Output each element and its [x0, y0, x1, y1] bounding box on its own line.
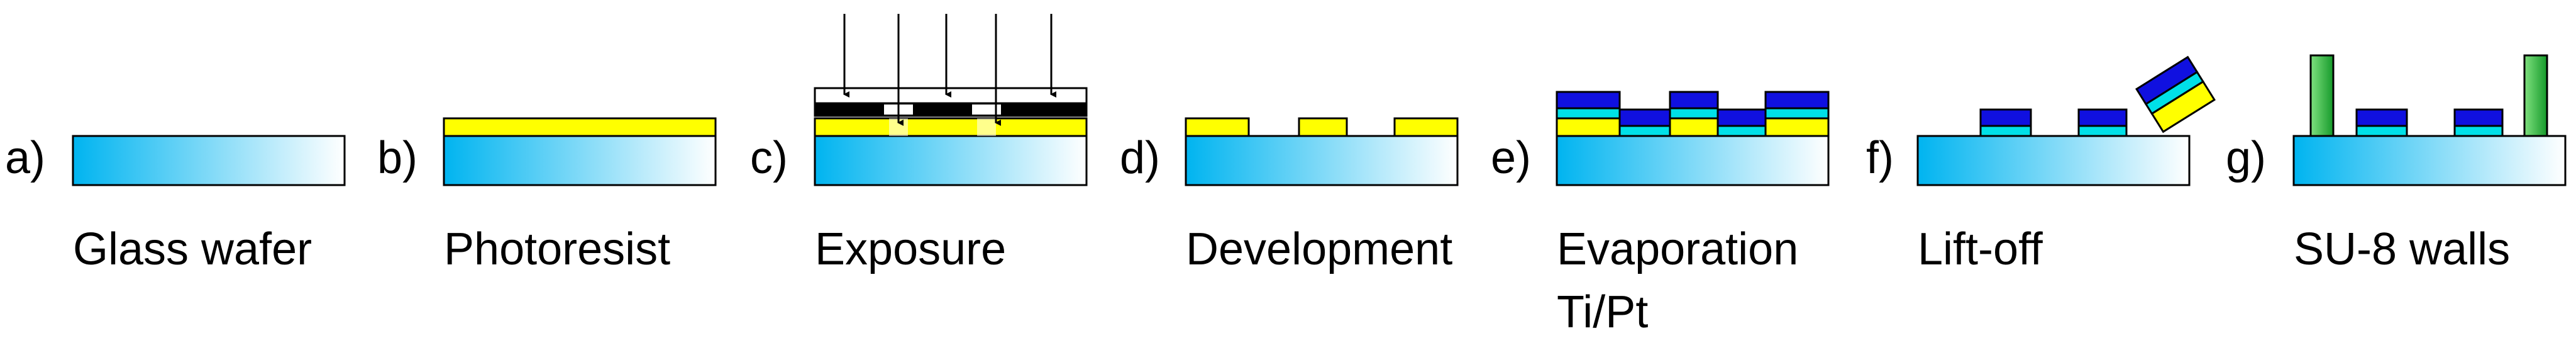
glass-wafer: [1556, 135, 1830, 186]
resist-block: [1298, 117, 1348, 137]
mask-opening: [972, 104, 1001, 115]
step-e-letter: e): [1491, 133, 1531, 183]
step-a-letter: a): [5, 133, 45, 183]
titanium-layer: [1979, 125, 2032, 137]
platinum-layer: [2453, 108, 2504, 127]
exposed-resist: [977, 118, 996, 136]
step-a: a) Glass wafer: [5, 133, 346, 274]
resist-block: [1185, 117, 1250, 137]
step-e: e) Evaporation Ti/Pt: [1491, 91, 1830, 337]
step-d-caption: Development: [1186, 224, 1452, 274]
photomask-glass: [814, 87, 1088, 104]
glass-wafer: [2292, 135, 2567, 186]
resist-block: [1764, 117, 1830, 137]
platinum-layer: [2355, 108, 2408, 127]
titanium-layer: [1556, 107, 1621, 120]
step-b: b) Photoresist: [377, 117, 717, 274]
platinum-layer: [1979, 108, 2032, 127]
resist-block: [1669, 117, 1719, 137]
titanium-layer: [2077, 125, 2128, 137]
step-b-letter: b): [377, 133, 417, 183]
platinum-layer: [1669, 91, 1719, 110]
photoresist-layer: [814, 117, 1088, 137]
step-d-letter: d): [1120, 133, 1160, 183]
titanium-layer: [1669, 107, 1719, 120]
titanium-layer: [2453, 125, 2504, 137]
glass-wafer: [72, 135, 346, 186]
step-g-letter: g): [2226, 133, 2266, 183]
step-f-letter: f): [1866, 133, 1894, 183]
step-e-caption-line1: Evaporation: [1557, 224, 1798, 274]
step-f-caption: Lift-off: [1918, 224, 2043, 274]
step-g: g) SU-8 walls: [2226, 54, 2567, 274]
titanium-layer: [2355, 125, 2408, 137]
photomask-chrome: [814, 102, 1088, 117]
step-a-caption: Glass wafer: [73, 224, 312, 274]
photoresist-layer: [443, 117, 717, 137]
resist-block: [1556, 117, 1621, 137]
glass-wafer: [443, 135, 717, 186]
step-e-caption-line2: Ti/Pt: [1557, 287, 1648, 337]
platinum-layer: [1716, 108, 1767, 127]
step-c-caption: Exposure: [815, 224, 1006, 274]
glass-wafer: [814, 135, 1088, 186]
platinum-layer: [2135, 55, 2199, 106]
step-c-letter: c): [750, 133, 788, 183]
titanium-layer: [1618, 125, 1671, 137]
step-c: c) Exposure: [750, 14, 1088, 274]
lifted-off-stack: [2135, 55, 2216, 133]
titanium-layer: [1716, 125, 1767, 137]
step-f: f) Lift-off: [1866, 55, 2216, 274]
su8-wall: [2523, 54, 2548, 137]
glass-wafer: [1916, 135, 2191, 186]
platinum-layer: [1556, 91, 1621, 110]
su8-wall: [2309, 54, 2335, 137]
platinum-layer: [1618, 108, 1671, 127]
platinum-layer: [1764, 91, 1830, 110]
uv-arrows: [843, 14, 1056, 126]
titanium-layer: [1764, 107, 1830, 120]
step-g-caption: SU-8 walls: [2294, 224, 2510, 274]
step-d: d) Development: [1120, 117, 1459, 274]
glass-wafer: [1185, 135, 1459, 186]
resist-block: [1393, 117, 1459, 137]
platinum-layer: [2077, 108, 2128, 127]
step-b-caption: Photoresist: [444, 224, 670, 274]
